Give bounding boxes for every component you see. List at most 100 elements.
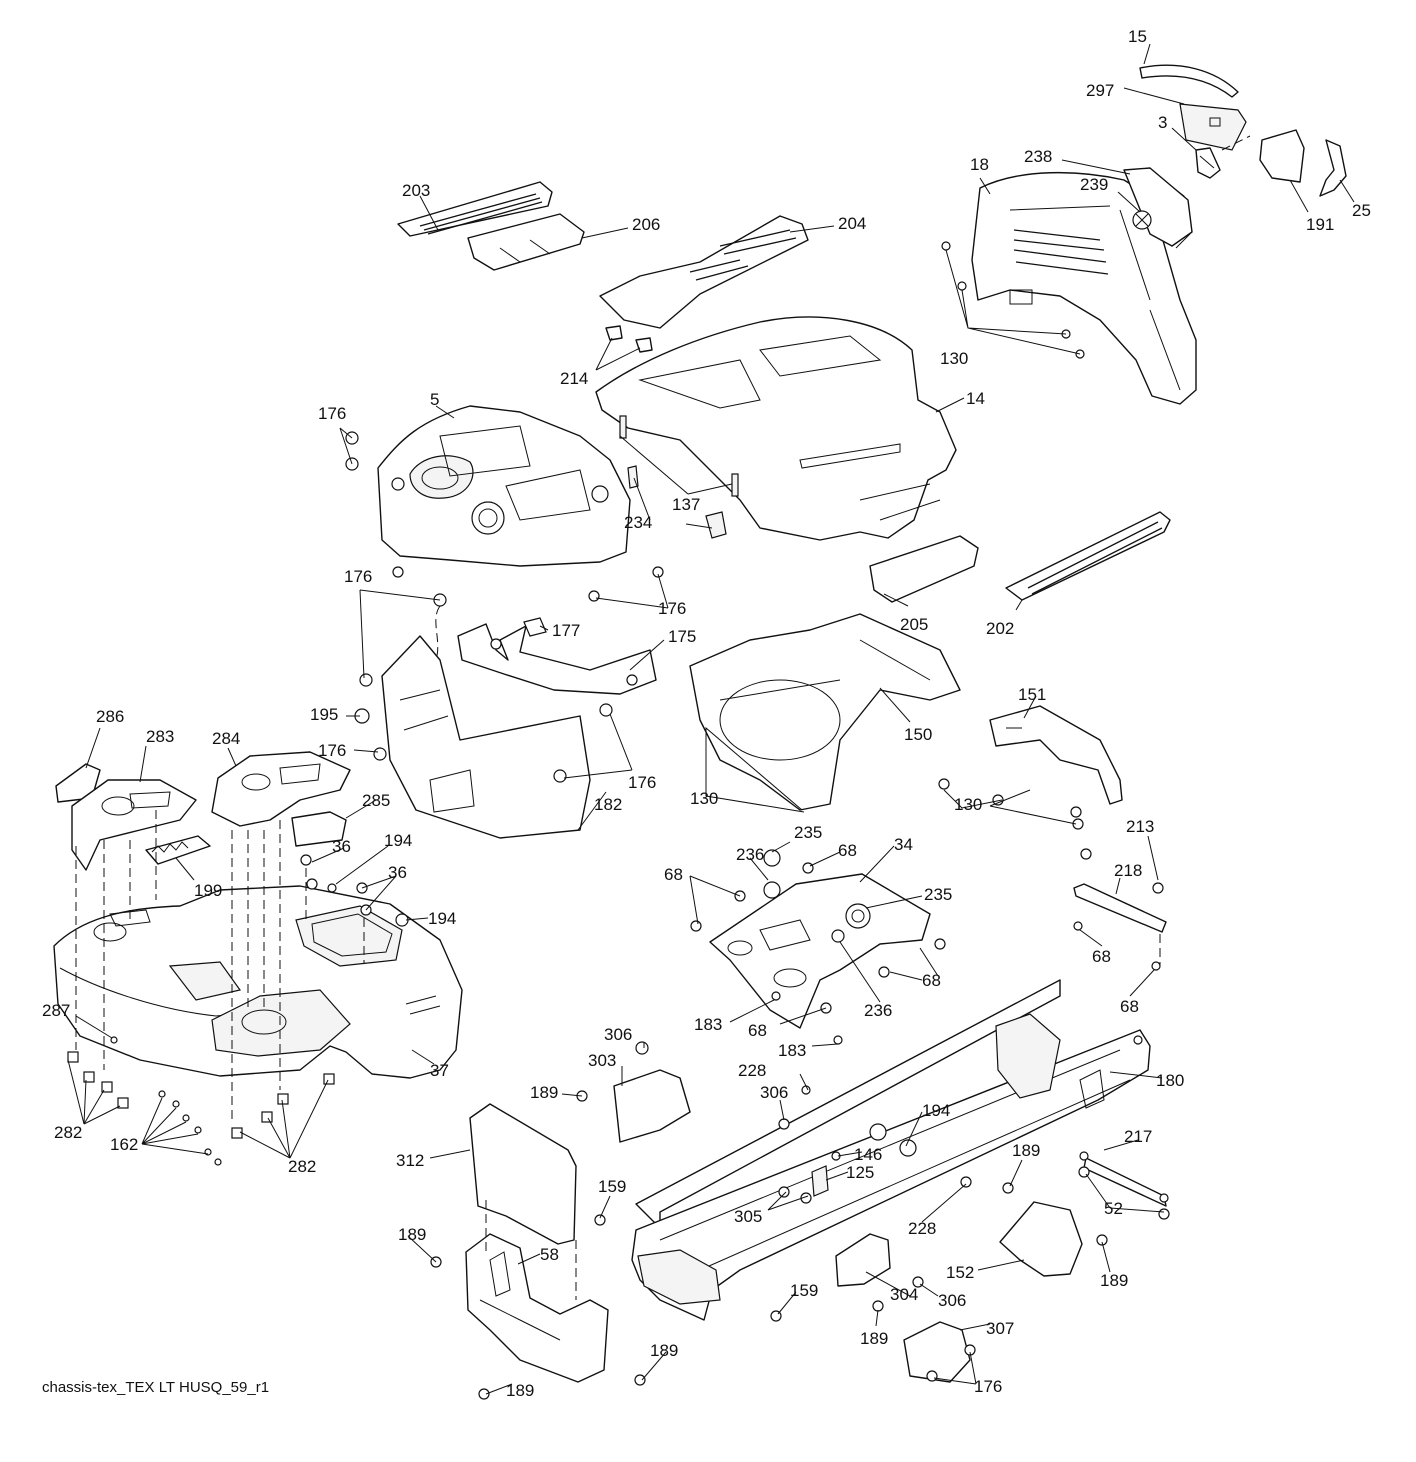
part-204-hood-top-vent (599, 215, 809, 329)
label-189-f: 189 (650, 1341, 678, 1360)
label-189-c: 189 (398, 1225, 426, 1244)
label-228-b: 228 (908, 1219, 936, 1238)
label-180: 180 (1156, 1071, 1184, 1090)
part-150-fender-liner (689, 613, 961, 811)
part-137-234-bumpers (619, 415, 739, 539)
part-191-headlight-cover (1259, 129, 1305, 183)
label-159-a: 159 (598, 1177, 626, 1196)
part-175-dash-bracket (457, 623, 657, 695)
part-205-lower-panel (869, 535, 979, 603)
part-180-frame (631, 979, 1151, 1321)
label-217: 217 (1124, 1127, 1152, 1146)
label-137: 137 (672, 495, 700, 514)
label-304: 304 (890, 1285, 918, 1304)
label-297: 297 (1086, 81, 1114, 100)
part-199-clip (145, 835, 211, 865)
part-14-hood (595, 316, 957, 541)
label-206: 206 (632, 215, 660, 234)
part-58-mount-bracket (430, 1233, 646, 1400)
part-214-clips (605, 325, 653, 353)
label-283: 283 (146, 727, 174, 746)
label-203: 203 (402, 181, 430, 200)
label-150: 150 (904, 725, 932, 744)
label-303: 303 (588, 1051, 616, 1070)
label-307: 307 (986, 1319, 1014, 1338)
label-194-b: 194 (428, 909, 456, 928)
leader-lines (67, 43, 1355, 1395)
label-176-e: 176 (628, 773, 656, 792)
label-68-c: 68 (1092, 947, 1111, 966)
label-34: 34 (894, 835, 913, 854)
label-287: 287 (42, 1001, 70, 1020)
label-146: 146 (854, 1145, 882, 1164)
label-162: 162 (110, 1135, 138, 1154)
label-199: 199 (194, 881, 222, 900)
label-68-b: 68 (664, 865, 683, 884)
label-189-d: 189 (1100, 1271, 1128, 1290)
label-228-a: 228 (738, 1061, 766, 1080)
label-189-g: 189 (506, 1381, 534, 1400)
assembly-lines (75, 135, 1251, 1300)
part-297-lens (1179, 103, 1247, 151)
label-130-top: 130 (940, 349, 968, 368)
part-206-vent-bracket (467, 213, 585, 271)
label-37: 37 (430, 1061, 449, 1080)
part-15-emblem-strip (1139, 64, 1239, 98)
label-176-c: 176 (658, 599, 686, 618)
label-25: 25 (1352, 201, 1371, 220)
label-68-f: 68 (1120, 997, 1139, 1016)
part-284-center-pod (211, 751, 351, 827)
label-5: 5 (430, 390, 439, 409)
label-14: 14 (966, 389, 985, 408)
label-58: 58 (540, 1245, 559, 1264)
part-238-239-grille-panel (1123, 167, 1193, 247)
label-204: 204 (838, 214, 866, 233)
part-203-side-vent (397, 181, 553, 237)
label-130-right: 130 (954, 795, 982, 814)
part-303-heat-shield (613, 1069, 691, 1143)
label-177: 177 (552, 621, 580, 640)
label-189-a: 189 (530, 1083, 558, 1102)
part-34-mount-plate (690, 849, 946, 1045)
part-307-cover (903, 1321, 976, 1383)
label-68-d: 68 (922, 971, 941, 990)
part-151-rear-bracket (938, 705, 1123, 830)
label-182: 182 (594, 795, 622, 814)
part-286-cap (55, 763, 101, 803)
label-194-c: 194 (922, 1101, 950, 1120)
label-195: 195 (310, 705, 338, 724)
label-176-f: 176 (974, 1377, 1002, 1396)
label-18: 18 (970, 155, 989, 174)
label-68-a: 68 (838, 841, 857, 860)
part-5-dash-console (377, 405, 664, 602)
label-239: 239 (1080, 175, 1108, 194)
part-37-fender-deck (53, 885, 463, 1079)
label-151: 151 (1018, 685, 1046, 704)
label-36-b: 36 (388, 863, 407, 882)
label-236-b: 236 (864, 1001, 892, 1020)
part-218-bracket (1073, 848, 1167, 971)
label-306-b: 306 (760, 1083, 788, 1102)
part-282-clips (67, 1051, 335, 1139)
label-282-b: 282 (288, 1157, 316, 1176)
label-234: 234 (624, 513, 652, 532)
label-218: 218 (1114, 861, 1142, 880)
callout-labels: 15 297 3 18 238 239 191 25 203 206 204 1… (42, 27, 1371, 1400)
label-3: 3 (1158, 113, 1167, 132)
label-68-e: 68 (748, 1021, 767, 1040)
label-213: 213 (1126, 817, 1154, 836)
label-130-mid: 130 (690, 789, 718, 808)
label-176-a: 176 (318, 404, 346, 423)
label-236-a: 236 (736, 845, 764, 864)
label-175: 175 (668, 627, 696, 646)
label-176-b: 176 (344, 567, 372, 586)
label-183-b: 183 (778, 1041, 806, 1060)
label-305: 305 (734, 1207, 762, 1226)
part-182-lower-dash (354, 593, 613, 839)
label-284: 284 (212, 729, 240, 748)
part-162-screws (158, 1090, 222, 1166)
label-205: 205 (900, 615, 928, 634)
part-177-knob (523, 617, 547, 637)
label-159-b: 159 (790, 1281, 818, 1300)
label-36-a: 36 (332, 837, 351, 856)
